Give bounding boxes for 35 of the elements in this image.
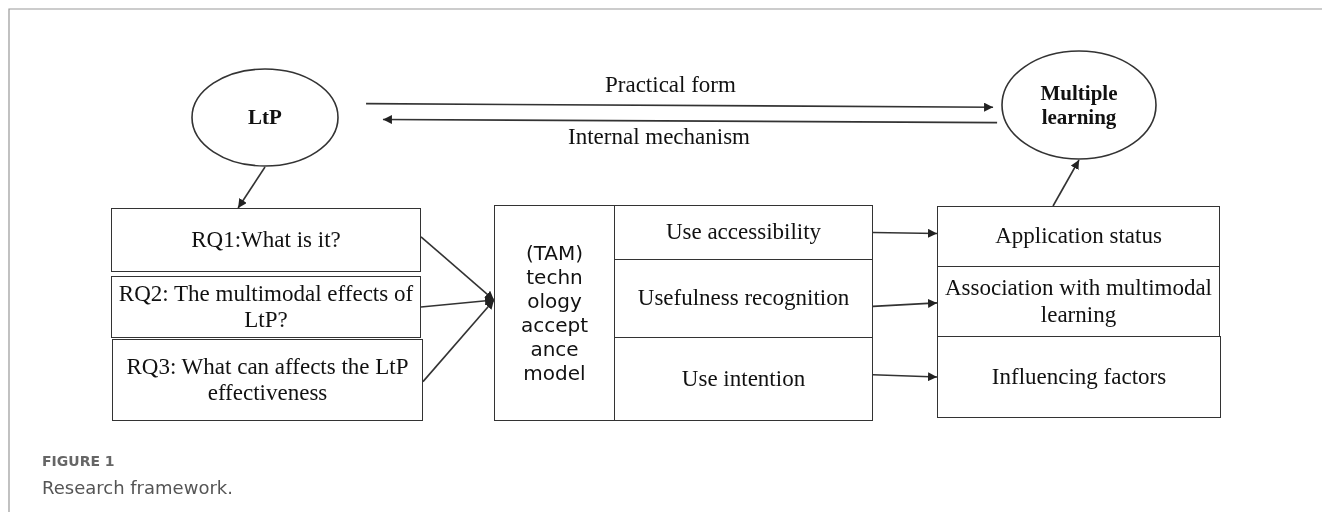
arrow	[382, 115, 998, 125]
node-label: Association with multimodal learning	[943, 275, 1213, 328]
process-box	[111, 208, 421, 272]
node-label: Influencing factors	[991, 363, 1167, 391]
process-box	[937, 336, 1221, 418]
process-box	[937, 206, 1220, 267]
node-label: Multiple learning	[1039, 80, 1119, 130]
arrow	[872, 228, 938, 238]
arrow	[420, 236, 495, 301]
arrow	[365, 102, 994, 112]
process-box	[112, 339, 423, 421]
ellipse-node	[1001, 50, 1157, 160]
process-box	[494, 205, 615, 421]
arrow	[420, 296, 495, 308]
node-label: RQ3: What can affects the LtP effectiveness	[125, 353, 410, 407]
node-label: Use accessibility	[665, 219, 822, 246]
arrow	[872, 298, 938, 308]
arrow	[422, 299, 495, 383]
node-label: (TAM) techn ology accept ance model	[519, 241, 590, 385]
figure-caption: Research framework.	[42, 477, 233, 498]
node-label: LtP	[248, 105, 282, 130]
process-box	[937, 266, 1220, 337]
node-label: Usefulness recognition	[637, 285, 850, 312]
process-box	[111, 276, 421, 338]
node-label: Application status	[995, 223, 1162, 250]
node-label: RQ1:What is it?	[191, 226, 341, 254]
ellipse-node	[191, 68, 339, 167]
arrow	[237, 166, 266, 209]
process-box	[614, 337, 873, 421]
process-box	[614, 205, 873, 260]
node-label: Use intention	[681, 365, 806, 393]
arrow	[1052, 159, 1080, 207]
figure-number: FIGURE 1	[42, 453, 115, 469]
node-label: RQ2: The multimodal effects of LtP?	[117, 280, 415, 334]
arrow	[872, 372, 938, 382]
